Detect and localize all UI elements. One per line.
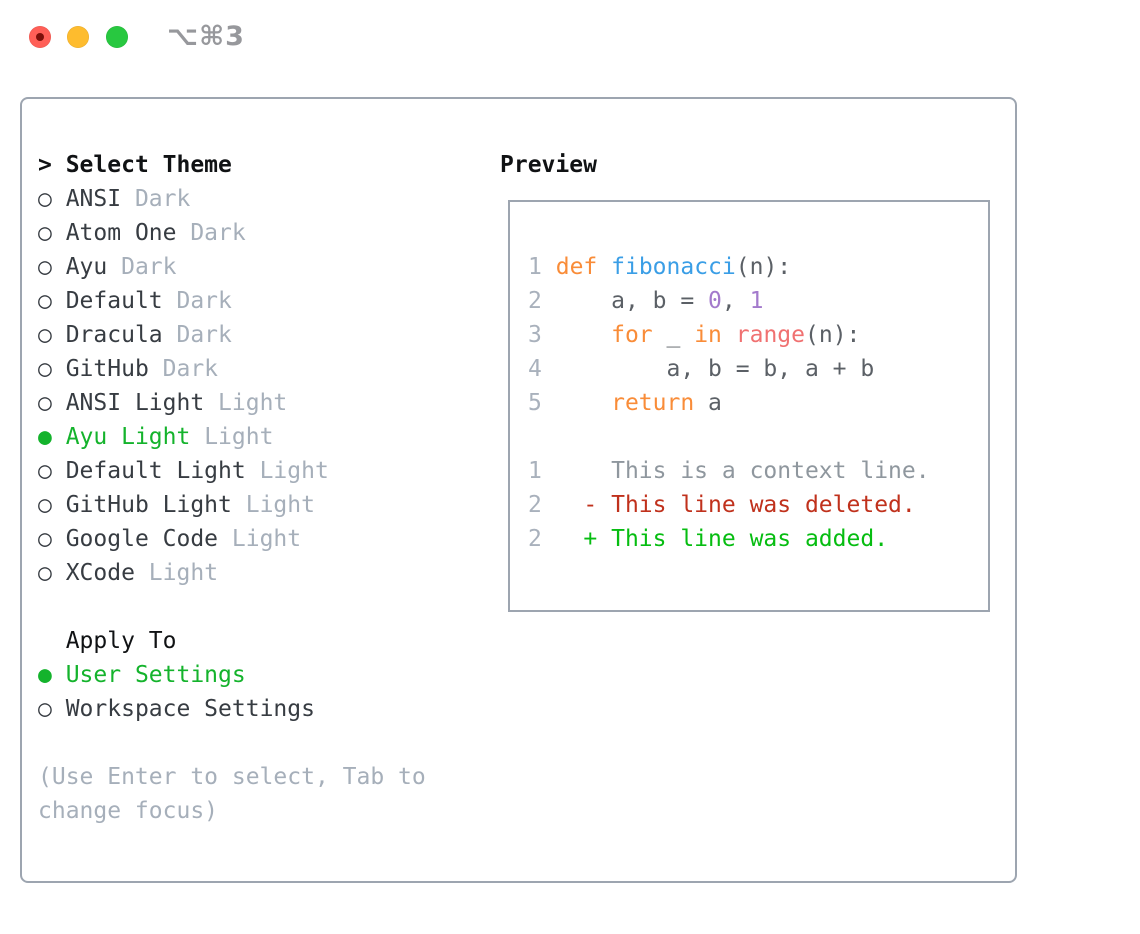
option-label: ANSI bbox=[51, 186, 122, 212]
option-label: ANSI Light bbox=[51, 390, 205, 416]
radio-circle-icon: ○ bbox=[38, 322, 52, 348]
option-label: Ayu bbox=[51, 254, 108, 280]
minimize-button[interactable] bbox=[67, 26, 89, 48]
blank-row bbox=[38, 726, 426, 760]
radio-circle-icon: ○ bbox=[38, 458, 52, 484]
theme-option-atom-one[interactable]: ○ Atom One Dark bbox=[38, 216, 426, 250]
option-label: Atom One bbox=[51, 220, 177, 246]
option-label: GitHub bbox=[51, 356, 149, 382]
theme-option-google-code[interactable]: ○ Google Code Light bbox=[38, 522, 426, 556]
theme-option-dracula[interactable]: ○ Dracula Dark bbox=[38, 318, 426, 352]
radio-circle-icon: ○ bbox=[38, 186, 52, 212]
option-variant: Dark bbox=[162, 288, 232, 314]
theme-list-header: > Select Theme bbox=[38, 148, 426, 182]
preview-header: Preview bbox=[500, 152, 597, 178]
preview-line: 4 a, b = b, a + b bbox=[528, 356, 875, 382]
theme-option-github[interactable]: ○ GitHub Dark bbox=[38, 352, 426, 386]
radio-circle-icon: ● bbox=[38, 424, 52, 450]
preview-line: 3 for _ in range(n): bbox=[528, 322, 861, 348]
close-dot-icon bbox=[36, 33, 44, 41]
theme-option-default-light[interactable]: ○ Default Light Light bbox=[38, 454, 426, 488]
radio-circle-icon: ○ bbox=[38, 492, 52, 518]
title-bar: ⌥⌘3 bbox=[0, 0, 1140, 74]
option-label: Google Code bbox=[51, 526, 219, 552]
theme-list: > Select Theme○ ANSI Dark○ Atom One Dark… bbox=[38, 148, 426, 828]
theme-option-xcode[interactable]: ○ XCode Light bbox=[38, 556, 426, 590]
option-variant: Dark bbox=[176, 220, 246, 246]
radio-circle-icon: ○ bbox=[38, 526, 52, 552]
option-variant: Dark bbox=[107, 254, 177, 280]
option-label: XCode bbox=[51, 560, 135, 586]
option-variant: Light bbox=[190, 424, 274, 450]
section-title: Apply To bbox=[38, 628, 177, 654]
option-label: User Settings bbox=[51, 662, 246, 688]
option-variant: Dark bbox=[162, 322, 232, 348]
close-button[interactable] bbox=[29, 26, 51, 48]
apply-option-user-settings[interactable]: ● User Settings bbox=[38, 658, 426, 692]
focus-caret-icon: > bbox=[38, 152, 52, 178]
preview-line: 2 - This line was deleted. bbox=[528, 492, 916, 518]
zoom-button[interactable] bbox=[106, 26, 128, 48]
option-variant: Light bbox=[218, 526, 302, 552]
radio-circle-icon: ○ bbox=[38, 288, 52, 314]
theme-option-ansi[interactable]: ○ ANSI Dark bbox=[38, 182, 426, 216]
theme-option-github-light[interactable]: ○ GitHub Light Light bbox=[38, 488, 426, 522]
preview-line: 2 + This line was added. bbox=[528, 526, 889, 552]
preview-line bbox=[528, 420, 930, 454]
option-variant: Dark bbox=[121, 186, 191, 212]
radio-circle-icon: ○ bbox=[38, 560, 52, 586]
theme-option-ayu-light[interactable]: ● Ayu Light Light bbox=[38, 420, 426, 454]
radio-circle-icon: ○ bbox=[38, 220, 52, 246]
apply-to-header: Apply To bbox=[38, 624, 426, 658]
radio-circle-icon: ● bbox=[38, 662, 52, 688]
apply-option-workspace-settings[interactable]: ○ Workspace Settings bbox=[38, 692, 426, 726]
option-variant: Light bbox=[231, 492, 315, 518]
radio-circle-icon: ○ bbox=[38, 356, 52, 382]
window-title: ⌥⌘3 bbox=[167, 21, 245, 52]
theme-option-ansi-light[interactable]: ○ ANSI Light Light bbox=[38, 386, 426, 420]
theme-option-default[interactable]: ○ Default Dark bbox=[38, 284, 426, 318]
radio-circle-icon: ○ bbox=[38, 696, 52, 722]
option-variant: Light bbox=[204, 390, 288, 416]
option-label: Dracula bbox=[51, 322, 163, 348]
hint-text: change focus) bbox=[38, 798, 219, 824]
preview-line: 2 a, b = 0, 1 bbox=[528, 288, 764, 314]
option-label: Default Light bbox=[51, 458, 246, 484]
radio-circle-icon: ○ bbox=[38, 254, 52, 280]
theme-option-ayu[interactable]: ○ Ayu Dark bbox=[38, 250, 426, 284]
preview-line: 1 This is a context line. bbox=[528, 458, 930, 484]
option-label: Ayu Light bbox=[51, 424, 191, 450]
option-variant: Light bbox=[245, 458, 329, 484]
theme-settings-panel: > Select Theme○ ANSI Dark○ Atom One Dark… bbox=[20, 97, 1017, 883]
section-title: Select Theme bbox=[51, 152, 232, 178]
preview-pane: 1 def fibonacci(n): 2 a, b = 0, 1 3 for _ … bbox=[508, 200, 990, 612]
preview-line: 5 return a bbox=[528, 390, 722, 416]
option-label: Workspace Settings bbox=[51, 696, 315, 722]
option-label: Default bbox=[51, 288, 163, 314]
option-variant: Dark bbox=[148, 356, 219, 382]
hint-text: (Use Enter to select, Tab to bbox=[38, 764, 426, 790]
option-label: GitHub Light bbox=[51, 492, 232, 518]
preview-line: 1 def fibonacci(n): bbox=[528, 254, 792, 280]
blank-row bbox=[38, 590, 426, 624]
radio-circle-icon: ○ bbox=[38, 390, 52, 416]
preview-code: 1 def fibonacci(n): 2 a, b = 0, 1 3 for _ … bbox=[528, 250, 930, 556]
option-variant: Light bbox=[134, 560, 219, 586]
